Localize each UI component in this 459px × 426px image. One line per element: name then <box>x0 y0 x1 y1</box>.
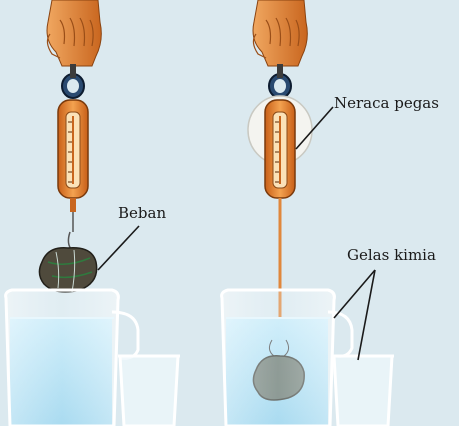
beaker-icon <box>118 356 180 426</box>
label-gelas-kimia: Gelas kimia <box>347 248 436 263</box>
hook-wire <box>68 212 73 250</box>
label-beban: Beban <box>118 206 166 221</box>
hook-ring <box>269 64 291 98</box>
hook-ring <box>62 64 84 98</box>
hand-icon <box>47 0 101 66</box>
spring-scale-icon <box>265 100 295 198</box>
spring-scale-icon <box>58 100 88 212</box>
beban-leader-line <box>98 226 139 270</box>
label-neraca-pegas: Neraca pegas <box>334 96 439 111</box>
gelas-kimia-leader-line-1 <box>334 270 375 318</box>
beaker-icon <box>222 290 352 426</box>
beaker-icon <box>6 290 138 426</box>
gelas-kimia-leader-line-2 <box>358 270 375 360</box>
stone-weight-icon <box>39 248 96 292</box>
right-setup <box>222 0 394 426</box>
beaker-icon <box>332 356 394 426</box>
hand-icon <box>253 0 307 66</box>
